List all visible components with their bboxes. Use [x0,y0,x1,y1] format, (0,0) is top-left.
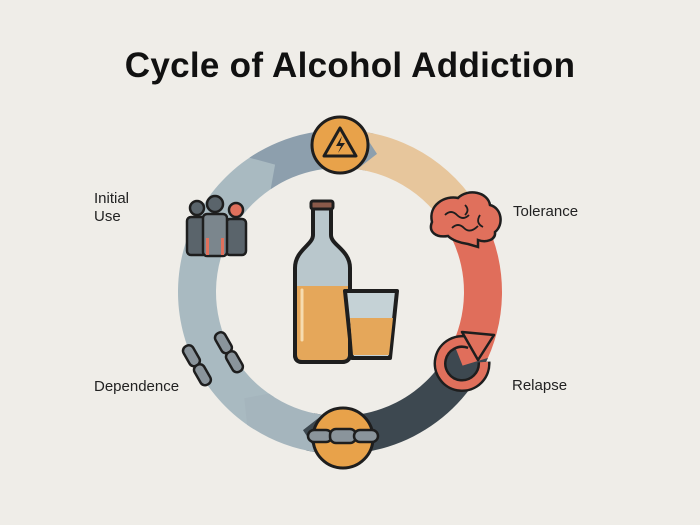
page-title: Cycle of Alcohol Addiction [124,46,576,85]
stage-label-initial-use: Initial Use [94,190,129,226]
chain-icon [306,406,380,470]
initial-use-line2: Use [94,208,121,225]
stage-label-dependence: Dependence [94,378,180,395]
warning-icon [310,115,370,175]
stage-label-relapse: Relapse [512,377,568,394]
initial-use-line1: Initial [94,190,130,207]
people-icon [185,194,248,258]
stage-label-tolerance: Tolerance [513,203,579,220]
glass-icon [343,289,399,360]
brain-icon [429,191,502,249]
bottle-icon [293,199,352,364]
refresh-icon [433,330,496,392]
segment-left-upper [244,393,323,453]
chain-link-icon [181,331,245,387]
segment-top [178,151,285,430]
